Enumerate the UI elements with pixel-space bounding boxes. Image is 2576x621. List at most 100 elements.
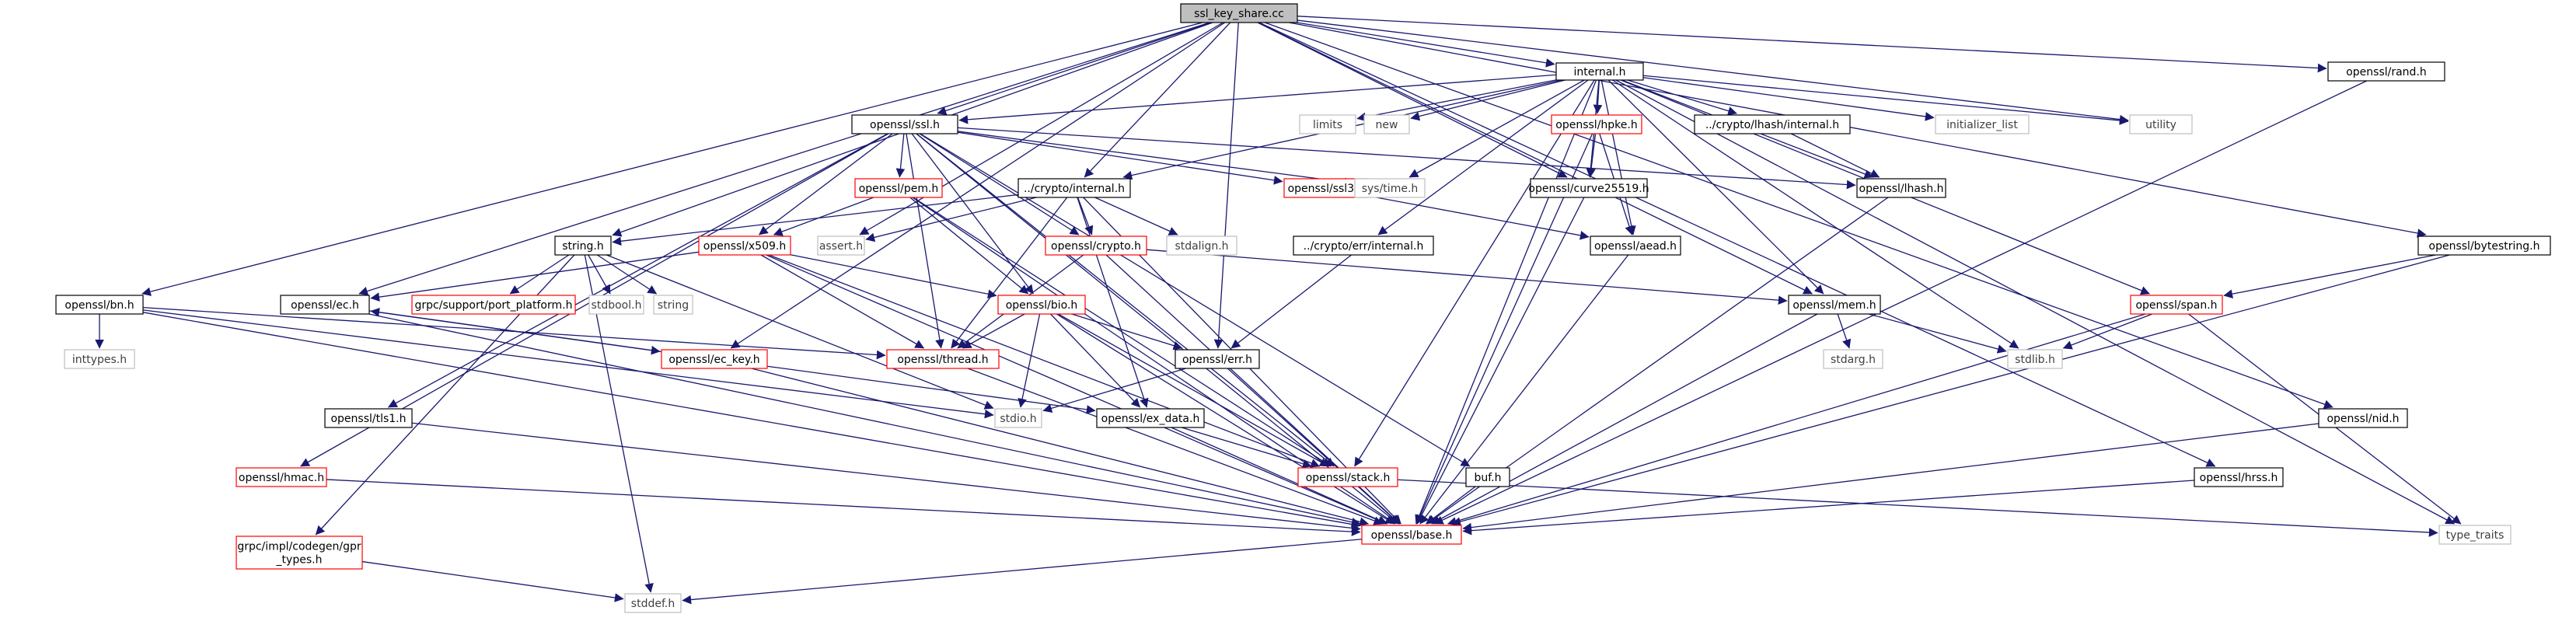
edge-ssl_h-to-lhash_h <box>957 127 1856 190</box>
node-box-err_h <box>1175 349 1260 369</box>
node-label-err_h: openssl/err.h <box>1182 354 1252 366</box>
node-sys_time: sys/time.h <box>1354 178 1426 198</box>
node-internal_h[interactable]: internal.h <box>1555 62 1644 81</box>
node-crypto_internal[interactable]: ../crypto/internal.h <box>1017 178 1131 198</box>
node-root[interactable]: ssl_key_share.cc <box>1180 3 1298 23</box>
edge-lhash_internal-to-lhash_h <box>1791 133 1880 178</box>
edge-bytestring-to-span_h <box>2223 254 2436 298</box>
edge-ssl_h-to-tls1_h <box>388 133 888 408</box>
node-thread_h[interactable]: openssl/thread.h <box>886 349 1000 369</box>
node-box-stdalign <box>1166 235 1237 256</box>
node-base_h[interactable]: openssl/base.h <box>1361 525 1462 545</box>
node-box-string <box>653 295 693 315</box>
node-label-stdarg: stdarg.h <box>1831 354 1876 366</box>
edge-root-to-bytestring <box>1289 22 2427 238</box>
edge-ssl_h-to-stack_h <box>916 133 1335 467</box>
edge-hpke_h-to-base_h <box>1415 133 1593 525</box>
edge-bio_h-to-stack_h <box>1057 313 1329 467</box>
node-ec_h[interactable]: openssl/ec.h <box>280 295 370 315</box>
node-label-ssl_h: openssl/ssl.h <box>870 119 940 131</box>
edge-root-to-utility <box>1297 19 2129 124</box>
edge-root-to-mem_h <box>1258 22 1813 295</box>
node-span_h[interactable]: openssl/span.h <box>2130 295 2223 315</box>
node-box-thread_h <box>886 349 1000 369</box>
node-mem_h[interactable]: openssl/mem.h <box>1788 295 1881 315</box>
node-tls1_h[interactable]: openssl/tls1.h <box>324 408 413 428</box>
edge-ssl3_h-to-aead_h <box>1367 195 1590 240</box>
node-box-utility <box>2129 114 2193 134</box>
node-box-crypto_h <box>1045 235 1147 256</box>
node-string_h[interactable]: string.h <box>554 235 612 256</box>
node-box-inttypes <box>64 349 135 369</box>
edge-ssl_h-to-crypto_h <box>919 133 1080 235</box>
node-box-stdlib <box>2007 349 2063 369</box>
edge-span_h-to-base_h <box>1447 313 2146 526</box>
node-stdbool: stdbool.h <box>588 295 644 315</box>
edge-root-to-nid_h <box>1265 22 2333 409</box>
node-box-curve25519 <box>1530 178 1648 198</box>
node-aead_h[interactable]: openssl/aead.h <box>1590 235 1681 256</box>
node-label-crypto_internal: ../crypto/internal.h <box>1024 183 1125 195</box>
node-hpke_h[interactable]: openssl/hpke.h <box>1551 114 1642 134</box>
node-ssl_h[interactable]: openssl/ssl.h <box>851 114 958 134</box>
node-ssl3_h[interactable]: openssl/ssl3.h <box>1283 178 1369 198</box>
edge-nid_h-to-base_h <box>1462 423 2319 532</box>
node-crypto_h[interactable]: openssl/crypto.h <box>1045 235 1147 256</box>
node-label-stdalign: stdalign.h <box>1175 240 1228 253</box>
node-port_platform[interactable]: grpc/support/port_platform.h <box>411 295 576 315</box>
node-ec_key[interactable]: openssl/ec_key.h <box>661 349 768 369</box>
node-box-assert_h <box>817 235 865 256</box>
edge-internal_h-to-new <box>1410 79 1565 121</box>
edge-mem_h-to-stdarg <box>1837 313 1852 349</box>
node-box-internal_h <box>1555 62 1644 81</box>
edge-internal_h-to-stdlib <box>1612 79 2019 349</box>
node-x509_h[interactable]: openssl/x509.h <box>698 235 791 256</box>
node-bio_h[interactable]: openssl/bio.h <box>997 295 1086 315</box>
node-label-assert_h: assert.h <box>819 240 863 253</box>
edge-err_internal-to-err_h <box>1230 254 1352 349</box>
node-box-limits <box>1299 114 1356 134</box>
node-stack_h[interactable]: openssl/stack.h <box>1297 467 1398 487</box>
node-rand_h[interactable]: openssl/rand.h <box>2327 61 2445 82</box>
node-box-gpr_types <box>236 536 363 570</box>
edge-ssl_h-to-ssl3_h <box>957 131 1283 185</box>
edge-bio_h-to-base_h <box>1056 313 1394 525</box>
node-buf_h[interactable]: buf.h <box>1465 467 1510 487</box>
node-label-type_traits: type_traits <box>2446 529 2504 542</box>
node-bytestring[interactable]: openssl/bytestring.h <box>2417 235 2551 256</box>
node-label-ex_data: openssl/ex_data.h <box>1101 413 1200 425</box>
node-box-err_internal <box>1293 235 1434 256</box>
node-err_internal[interactable]: ../crypto/err/internal.h <box>1293 235 1434 256</box>
edge-internal_h-to-type_traits <box>1615 79 2456 525</box>
node-box-bytestring <box>2417 235 2551 256</box>
node-box-bn_h <box>55 295 144 315</box>
node-inttypes: inttypes.h <box>64 349 135 369</box>
edge-x509_h-to-stack_h <box>769 254 1321 468</box>
node-label-nid_h: openssl/nid.h <box>2326 413 2399 425</box>
node-curve25519[interactable]: openssl/curve25519.h <box>1528 178 1649 198</box>
node-box-stddef <box>624 593 682 613</box>
node-lhash_h[interactable]: openssl/lhash.h <box>1856 178 1946 198</box>
node-lhash_internal[interactable]: ../crypto/lhash/internal.h <box>1694 114 1851 134</box>
edge-crypto_internal-to-crypto_h <box>1077 197 1094 235</box>
node-pem_h[interactable]: openssl/pem.h <box>854 178 943 198</box>
node-label-utility: utility <box>2145 119 2176 131</box>
node-box-aead_h <box>1590 235 1681 256</box>
edge-x509_h-to-ec_h <box>370 251 700 302</box>
node-label-bn_h: openssl/bn.h <box>65 299 134 312</box>
edge-ssl_h-to-sys_time <box>957 131 1354 187</box>
edge-aead_h-to-base_h <box>1419 254 1629 525</box>
node-box-hrss_h <box>2194 467 2284 487</box>
node-hrss_h[interactable]: openssl/hrss.h <box>2194 467 2284 487</box>
edge-string_h-to-stdio <box>606 254 994 410</box>
node-nid_h[interactable]: openssl/nid.h <box>2318 408 2408 428</box>
edge-crypto_h-to-mem_h <box>1146 249 1788 305</box>
node-gpr_types[interactable]: grpc/impl/codegen/gpr_types.h <box>236 536 363 570</box>
node-label-mem_h: openssl/mem.h <box>1792 299 1876 312</box>
node-err_h[interactable]: openssl/err.h <box>1175 349 1260 369</box>
node-ex_data[interactable]: openssl/ex_data.h <box>1096 408 1205 428</box>
edge-bn_h-to-base_h <box>142 312 1361 529</box>
node-bn_h[interactable]: openssl/bn.h <box>55 295 144 315</box>
node-hmac_h[interactable]: openssl/hmac.h <box>236 467 327 487</box>
node-label-ssl3_h: openssl/ssl3.h <box>1288 183 1365 195</box>
